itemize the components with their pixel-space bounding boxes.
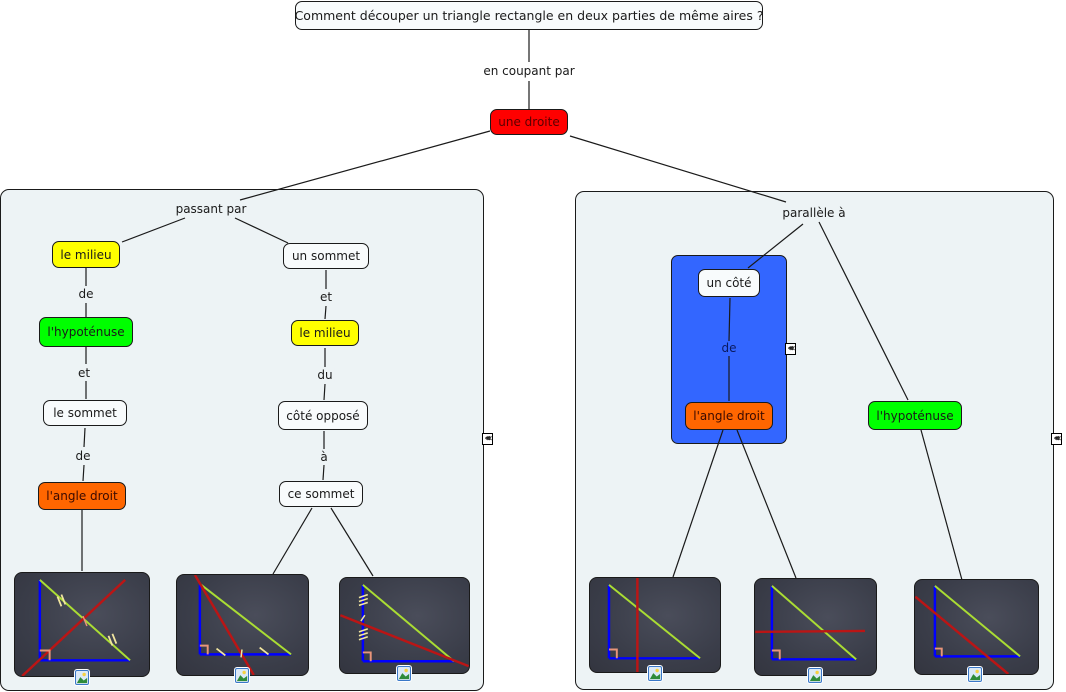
link-label-a-b: à bbox=[318, 450, 330, 464]
thumbnail-6[interactable] bbox=[914, 579, 1039, 675]
root-question-node[interactable]: Comment découper un triangle rectangle e… bbox=[295, 1, 763, 30]
tick-mark bbox=[111, 633, 118, 644]
cut-line bbox=[755, 629, 865, 634]
right-angle-mark bbox=[362, 651, 372, 662]
node-le-sommet-a[interactable]: le sommet bbox=[43, 400, 127, 426]
collapse-group-button[interactable]: «« bbox=[785, 343, 796, 355]
tick-mark bbox=[259, 646, 270, 656]
triangle-figure-5 bbox=[755, 585, 865, 661]
link-label-parallele-a: parallèle à bbox=[780, 206, 848, 220]
image-icon[interactable] bbox=[808, 668, 822, 683]
tick-mark bbox=[358, 601, 369, 607]
node-un-sommet-b[interactable]: un sommet bbox=[283, 243, 369, 269]
right-angle-mark bbox=[608, 648, 618, 659]
tick-mark bbox=[240, 649, 243, 658]
node-une-droite[interactable]: une droite bbox=[490, 109, 568, 135]
node-un-cote[interactable]: un côté bbox=[698, 269, 760, 297]
link-label-passant-par: passant par bbox=[173, 202, 249, 216]
right-angle-mark bbox=[199, 644, 209, 655]
link-label-et-a: et bbox=[75, 366, 93, 380]
link-label-de-group: de bbox=[719, 341, 739, 355]
triangle-figure-6 bbox=[915, 585, 1021, 674]
tick-mark bbox=[56, 596, 63, 607]
link-label-en-coupant-par: en coupant par bbox=[481, 64, 577, 78]
thumbnail-5[interactable] bbox=[754, 578, 877, 676]
image-icon[interactable] bbox=[397, 666, 411, 681]
collapse-chevrons-icon-2: « bbox=[789, 343, 796, 354]
thumbnail-1[interactable] bbox=[14, 572, 150, 677]
triangle-figure-4 bbox=[607, 578, 701, 672]
collapse-right-panel-button[interactable]: «« bbox=[1051, 433, 1062, 445]
image-icon[interactable] bbox=[75, 670, 89, 685]
tick-mark bbox=[358, 597, 369, 603]
image-icon[interactable] bbox=[235, 668, 249, 683]
link-label-et-b: et bbox=[317, 290, 335, 304]
collapse-left-panel-button[interactable]: «« bbox=[482, 433, 493, 445]
node-hypotenuse-right[interactable]: l'hypoténuse bbox=[868, 401, 962, 430]
tick-mark bbox=[107, 635, 114, 646]
tick-mark bbox=[358, 593, 369, 599]
tick-mark bbox=[215, 647, 226, 657]
collapse-chevrons-icon: « bbox=[484, 433, 492, 444]
node-hypotenuse-a[interactable]: l'hypoténuse bbox=[39, 317, 133, 347]
tick-mark bbox=[360, 614, 366, 622]
image-icon[interactable] bbox=[648, 666, 662, 681]
right-angle-mark bbox=[934, 647, 943, 657]
tick-mark bbox=[358, 628, 369, 633]
tick-mark bbox=[358, 636, 369, 641]
thumbnail-3[interactable] bbox=[339, 577, 470, 674]
hypotenuse bbox=[362, 584, 455, 662]
right-angle-mark bbox=[771, 649, 781, 660]
hypotenuse bbox=[608, 584, 701, 660]
node-le-milieu-a[interactable]: le milieu bbox=[52, 241, 120, 268]
collapse-chevrons-icon-2: « bbox=[1055, 433, 1062, 444]
hypotenuse bbox=[771, 585, 857, 661]
cut-line bbox=[915, 595, 1010, 674]
cut-line bbox=[193, 575, 255, 675]
collapse-chevrons-icon: « bbox=[1053, 433, 1061, 444]
link-label-du-b: du bbox=[315, 368, 335, 382]
node-ce-sommet-b[interactable]: ce sommet bbox=[279, 481, 363, 507]
triangle-figure-3 bbox=[340, 584, 469, 668]
cut-line bbox=[21, 578, 126, 676]
collapse-chevrons-icon: « bbox=[787, 343, 795, 354]
node-angle-droit-group[interactable]: l'angle droit bbox=[685, 402, 773, 430]
node-cote-oppose-b[interactable]: côté opposé bbox=[278, 401, 368, 430]
cut-line bbox=[340, 614, 469, 668]
triangle-figure-1 bbox=[21, 578, 131, 676]
thumbnail-4[interactable] bbox=[589, 577, 721, 673]
tick-mark bbox=[358, 632, 369, 637]
link-label-de-a1: de bbox=[76, 287, 96, 301]
triangle-figure-2 bbox=[193, 575, 292, 675]
thumbnail-2[interactable] bbox=[176, 574, 309, 676]
link-label-de-a2: de bbox=[73, 449, 93, 463]
hypotenuse bbox=[934, 585, 1021, 658]
node-le-milieu-b[interactable]: le milieu bbox=[291, 320, 359, 346]
tick-mark bbox=[82, 615, 88, 627]
right-angle-mark bbox=[39, 649, 51, 661]
tick-mark bbox=[60, 594, 67, 605]
node-angle-droit-a[interactable]: l'angle droit bbox=[38, 482, 126, 510]
image-icon[interactable] bbox=[968, 667, 982, 682]
hypotenuse bbox=[199, 583, 292, 656]
collapse-chevrons-icon-2: « bbox=[486, 433, 493, 444]
